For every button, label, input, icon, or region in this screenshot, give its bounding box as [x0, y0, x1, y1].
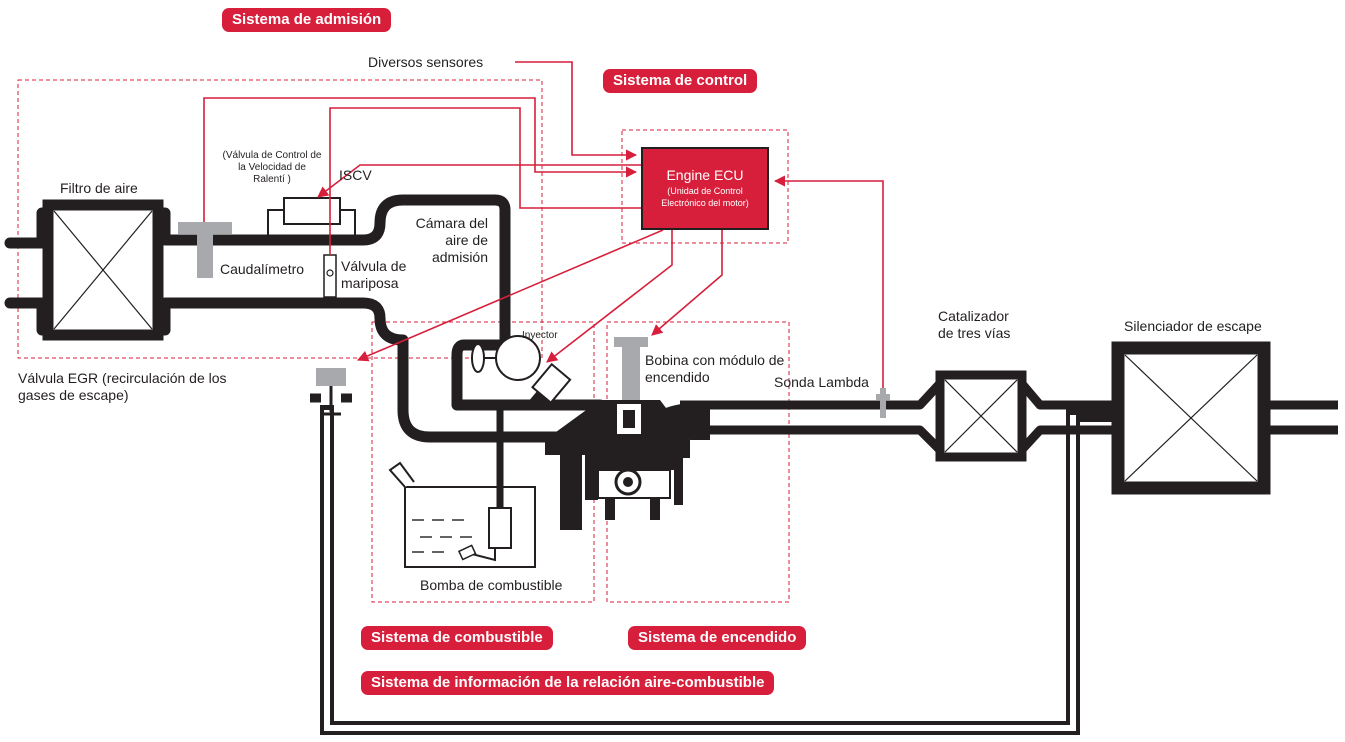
muffler	[1111, 341, 1271, 495]
engine	[545, 400, 710, 530]
control-system-badge: Sistema de control	[603, 69, 758, 93]
intake-system-boundary	[17, 79, 543, 359]
lambda-label: Sonda Lambda	[774, 374, 869, 390]
catalyst	[935, 370, 1027, 462]
fuel-pump	[457, 410, 512, 562]
ecu-title: Engine ECU	[666, 167, 744, 183]
ignition-system-badge: Sistema de encendido	[628, 626, 807, 650]
ecu-to-iscv	[317, 164, 641, 198]
intake-chamber-label: Cámara del aire de admisión	[415, 215, 488, 265]
muffler-label: Silenciador de escape	[1124, 318, 1262, 334]
egr-pipe-inner	[324, 410, 1076, 731]
airflow-meter	[178, 222, 232, 278]
air-filter	[42, 199, 164, 341]
flowmeter-label: Caudalímetro	[220, 261, 305, 277]
iscv-label: ISCV	[339, 167, 372, 183]
signal-lines	[203, 61, 884, 388]
ignition-coil	[614, 337, 648, 405]
intake-system-badge: Sistema de admisión	[222, 8, 392, 32]
air-fuel-info-system-badge: Sistema de información de la relación ai…	[361, 671, 775, 695]
throttle-to-ecu	[329, 107, 641, 255]
iscv-valve	[267, 197, 356, 240]
throttle-valve	[323, 254, 337, 298]
air-filter-label: Filtro de aire	[60, 180, 138, 196]
fuel-system-badge: Sistema de combustible	[361, 626, 553, 650]
lambda-sensor	[876, 388, 890, 418]
ecu-to-injector	[546, 230, 673, 363]
egr-valve	[310, 368, 352, 416]
flowmeter-to-ecu	[203, 97, 638, 222]
ecu-to-egr	[356, 229, 664, 362]
lambda-to-ecu	[773, 175, 884, 388]
ecu-to-coil	[651, 230, 723, 336]
injector	[471, 335, 572, 410]
injector-label: Inyector	[522, 330, 558, 341]
fuel-pump-label: Bomba de combustible	[420, 577, 563, 593]
engine-ecu: Engine ECU (Unidad de Control Electrónic…	[641, 147, 769, 230]
intake-duct	[4, 194, 606, 443]
sensors-to-ecu	[515, 61, 638, 161]
sensors-label: Diversos sensores	[368, 54, 484, 70]
ecu-subtitle: (Unidad de Control Electrónico del motor…	[661, 186, 749, 208]
iscv-long-label: (Válvula de Control de la Velocidad de R…	[222, 150, 322, 185]
egr-label: Válvula EGR (recirculación de los gases …	[18, 370, 227, 403]
coil-label: Bobina con módulo de encendido	[645, 352, 785, 385]
catalyst-label: Catalizador de tres vías	[938, 308, 1011, 341]
throttle-label: Válvula de mariposa	[341, 258, 407, 291]
fuel-system-boundary	[371, 321, 595, 603]
